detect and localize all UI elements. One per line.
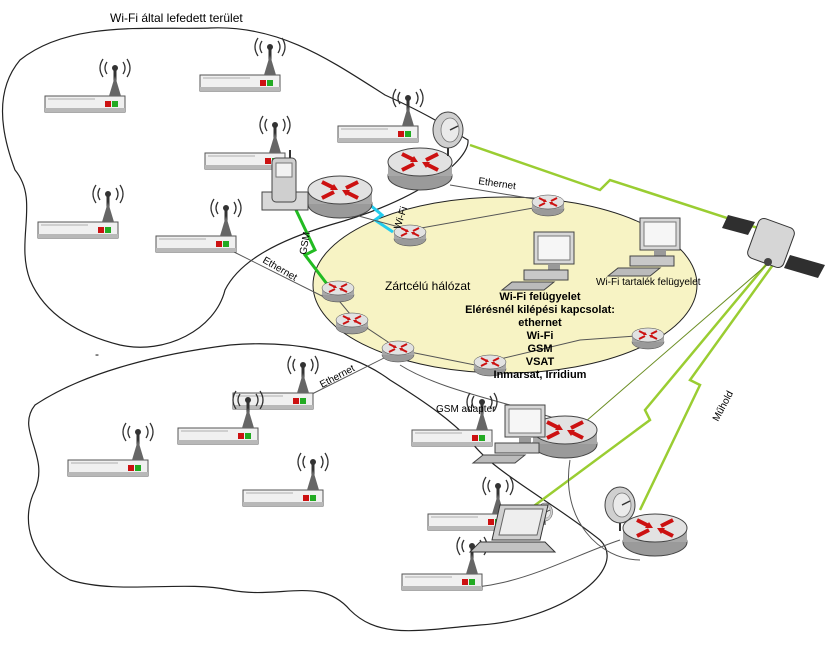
center-text-block: Wi-Fi felügyelet Elérésnél kilépési kapc…	[465, 291, 615, 381]
satellite-links	[469, 143, 777, 522]
gsm-phone-icon	[261, 150, 309, 211]
center-text-line: ethernet	[518, 317, 562, 329]
access-point	[400, 535, 489, 592]
center-text-line: Wi-Fi felügyelet	[499, 291, 581, 303]
center-text-line: Elérésnél kilépési kapcsolat:	[465, 304, 615, 316]
ethernet-label: Ethernet	[261, 255, 299, 284]
gsm-label: GSM	[298, 231, 313, 255]
center-text-line: GSM	[527, 343, 552, 355]
access-point	[410, 391, 499, 448]
diagram-title: Wi-Fi által lefedett terület	[110, 11, 243, 25]
wifi-coverage-area-top	[1, 27, 469, 348]
wifi-link	[369, 203, 394, 234]
backup-monitoring-label: Wi-Fi tartalék felügyelet	[596, 277, 701, 288]
access-point	[241, 451, 330, 508]
ethernet-label: Ethernet	[478, 176, 517, 192]
access-point	[154, 197, 243, 254]
access-point	[66, 421, 155, 478]
satellite-dish-icon	[432, 111, 464, 157]
gsm-link	[294, 209, 332, 289]
ethernet-label: Ethernet	[318, 363, 357, 391]
access-point	[176, 389, 265, 446]
access-point	[336, 87, 425, 144]
satellite-icon	[722, 215, 825, 278]
dash-mark: -	[95, 347, 99, 361]
satellite-label: Műhold	[711, 389, 736, 423]
center-text-line: Inmarsat, Irridium	[494, 369, 587, 381]
center-text-line: VSAT	[526, 356, 555, 368]
center-text-line: Wi-Fi	[527, 330, 554, 342]
wifi-coverage-area-bottom	[27, 343, 608, 632]
access-point	[36, 183, 125, 240]
laptop-icon	[468, 504, 557, 553]
access-point	[198, 36, 287, 93]
access-point	[43, 57, 132, 114]
closed-network-label: Zártcélú hálózat	[385, 279, 471, 293]
gsm-adapter-label: GSM adapter	[436, 404, 496, 415]
